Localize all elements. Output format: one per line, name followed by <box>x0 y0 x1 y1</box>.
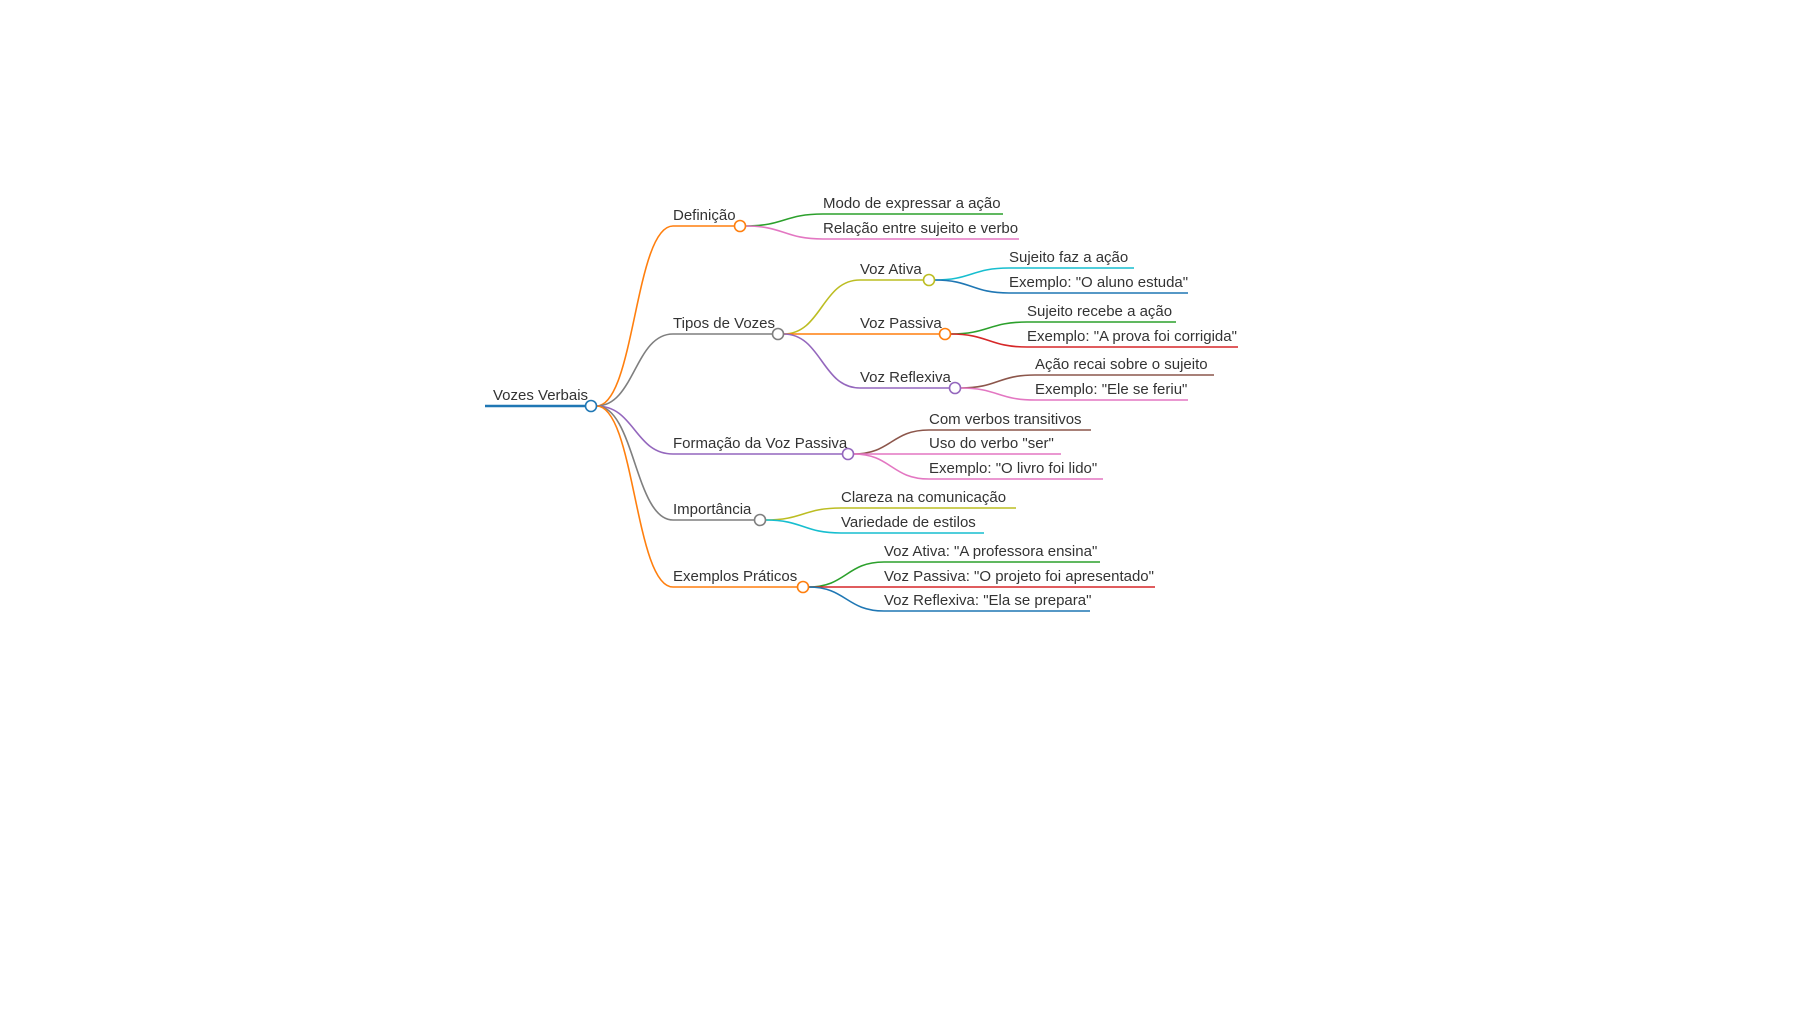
node-label-com-verbos-transitivos: Com verbos transitivos <box>929 411 1082 428</box>
node-label-exemplo-ele-se-feriu: Exemplo: "Ele se feriu" <box>1035 381 1187 398</box>
connector-acao-recai-sobre-o-sujeito <box>960 374 1036 389</box>
connector-exemplo-o-livro-foi-lido <box>853 453 930 480</box>
node-label-exemplo-a-prova-foi-corrigida: Exemplo: "A prova foi corrigida" <box>1027 328 1237 345</box>
node-label-formacao-da-voz-passiva: Formação da Voz Passiva <box>673 435 848 452</box>
node-label-voz-passiva-o-projeto-foi-apresentado: Voz Passiva: "O projeto foi apresentado" <box>884 568 1154 585</box>
connector-relacao-entre-sujeito-e-verbo <box>745 225 824 240</box>
node-label-clareza-na-comunicacao: Clareza na comunicação <box>841 489 1006 506</box>
connector-voz-ativa-a-professora-ensina <box>808 561 885 588</box>
node-label-modo-de-expressar-a-acao: Modo de expressar a ação <box>823 195 1001 212</box>
connector-exemplo-a-prova-foi-corrigida <box>950 333 1028 348</box>
connector-tipos-de-vozes <box>596 333 674 407</box>
collapse-toggle-tipos-de-vozes[interactable] <box>771 327 785 341</box>
node-label-voz-reflexiva: Voz Reflexiva <box>860 369 952 386</box>
connector-importancia <box>596 405 674 521</box>
mind-map-edges <box>596 213 1036 612</box>
node-label-vozes-verbais: Vozes Verbais <box>493 387 588 404</box>
connector-com-verbos-transitivos <box>853 429 930 455</box>
node-label-exemplo-o-aluno-estuda: Exemplo: "O aluno estuda" <box>1009 274 1188 291</box>
node-label-voz-reflexiva-ela-se-prepara: Voz Reflexiva: "Ela se prepara" <box>884 592 1091 609</box>
connector-exemplo-o-aluno-estuda <box>934 279 1010 294</box>
node-label-voz-ativa-a-professora-ensina: Voz Ativa: "A professora ensina" <box>884 543 1097 560</box>
node-label-exemplo-o-livro-foi-lido: Exemplo: "O livro foi lido" <box>929 460 1097 477</box>
connector-voz-reflexiva <box>783 333 861 389</box>
node-label-exemplos-praticos: Exemplos Práticos <box>673 568 797 585</box>
connector-clareza-na-comunicacao <box>765 507 842 521</box>
connector-exemplo-ele-se-feriu <box>960 387 1036 401</box>
collapse-toggle-voz-ativa[interactable] <box>922 273 936 287</box>
node-label-voz-ativa: Voz Ativa <box>860 261 922 278</box>
node-label-variedade-de-estilos: Variedade de estilos <box>841 514 976 531</box>
collapse-toggle-vozes-verbais[interactable] <box>584 399 598 413</box>
collapse-toggle-formacao-da-voz-passiva[interactable] <box>841 447 855 461</box>
collapse-toggle-definicao[interactable] <box>733 219 747 233</box>
mind-map-underlines <box>485 213 1238 612</box>
mind-map-labels: Vozes Verbais Definição Modo de expressar … <box>493 195 1237 609</box>
connector-sujeito-recebe-a-acao <box>950 321 1028 335</box>
collapse-toggle-voz-passiva[interactable] <box>938 327 952 341</box>
node-label-sujeito-faz-a-acao: Sujeito faz a ação <box>1009 249 1128 266</box>
collapse-toggle-exemplos-praticos[interactable] <box>796 580 810 594</box>
node-label-voz-passiva: Voz Passiva <box>860 315 942 332</box>
connector-sujeito-faz-a-acao <box>934 267 1010 281</box>
node-label-relacao-entre-sujeito-e-verbo: Relação entre sujeito e verbo <box>823 220 1018 237</box>
node-label-definicao: Definição <box>673 207 736 224</box>
connector-definicao <box>596 225 674 407</box>
node-label-sujeito-recebe-a-acao: Sujeito recebe a ação <box>1027 303 1172 320</box>
connector-voz-ativa <box>783 279 861 335</box>
connector-variedade-de-estilos <box>765 519 842 534</box>
connector-formacao-da-voz-passiva <box>596 405 674 455</box>
collapse-toggle-voz-reflexiva[interactable] <box>948 381 962 395</box>
connector-voz-reflexiva-ela-se-prepara <box>808 586 885 612</box>
node-label-importancia: Importância <box>673 501 752 518</box>
connector-exemplos-praticos <box>596 405 674 588</box>
connector-modo-de-expressar-a-acao <box>745 213 824 227</box>
node-label-uso-do-verbo-ser: Uso do verbo "ser" <box>929 435 1054 452</box>
mind-map-node-circles <box>584 219 962 594</box>
node-label-tipos-de-vozes: Tipos de Vozes <box>673 315 775 332</box>
node-label-acao-recai-sobre-o-sujeito: Ação recai sobre o sujeito <box>1035 356 1208 373</box>
collapse-toggle-importancia[interactable] <box>753 513 767 527</box>
